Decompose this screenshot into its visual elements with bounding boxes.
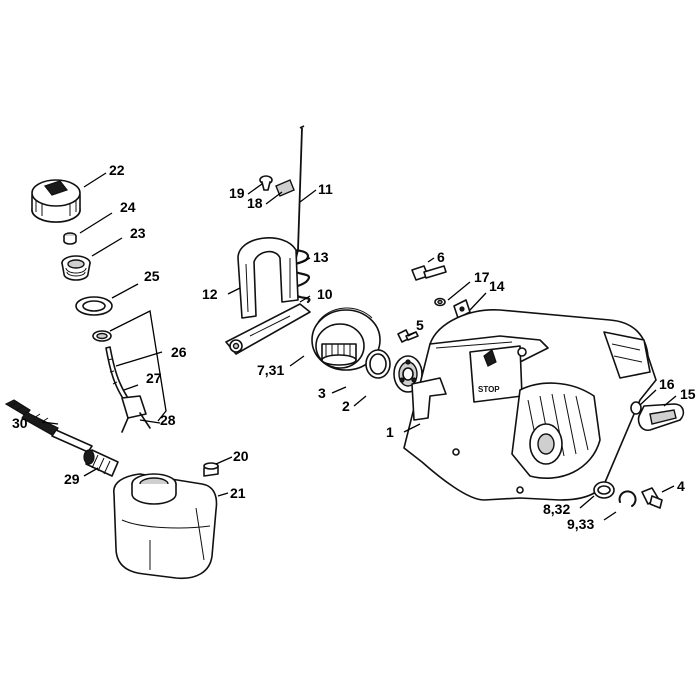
callout-labels: 1 2 3 4 5 6 7,31 8,32 9,33 10 11 12 13 1… (12, 162, 696, 532)
snap-ring-3 (365, 349, 391, 379)
callout-9-33: 9,33 (567, 516, 594, 532)
callout-3: 3 (318, 385, 326, 401)
callout-30: 30 (12, 415, 28, 431)
washer-8-32 (593, 481, 615, 499)
callout-15: 15 (680, 386, 696, 402)
callout-17: 17 (474, 269, 490, 285)
pickup-body (121, 395, 151, 433)
callout-29: 29 (64, 471, 80, 487)
screw-19 (259, 175, 273, 191)
callout-28: 28 (160, 412, 176, 428)
callout-20: 20 (233, 448, 249, 464)
tank-cap (31, 179, 81, 223)
bolt-6 (411, 265, 447, 281)
plug-15 (637, 403, 685, 431)
callout-25: 25 (144, 268, 160, 284)
clutch-drum (311, 307, 381, 371)
fuel-filter (83, 449, 119, 477)
belt-guard (237, 237, 299, 319)
fuel-hose (105, 346, 129, 401)
cap-pin (63, 232, 77, 245)
callout-2: 2 (342, 398, 350, 414)
washer-17 (434, 297, 446, 307)
cap-seal-cup (61, 255, 91, 281)
clutch-arm (225, 303, 311, 355)
callout-16: 16 (659, 376, 675, 392)
plug (203, 462, 219, 477)
ring-16 (630, 401, 642, 415)
circlip-9-33 (618, 490, 637, 507)
leader-lines (41, 172, 677, 521)
clip-18 (275, 179, 295, 197)
bolt-4 (641, 487, 663, 509)
callout-14: 14 (489, 278, 505, 294)
callout-22: 22 (109, 162, 125, 178)
callout-23: 23 (130, 225, 146, 241)
housing-stop-marking: STOP (478, 385, 500, 394)
callout-11: 11 (318, 181, 333, 197)
fuel-pickup-pipe (4, 399, 93, 453)
callout-5: 5 (416, 317, 424, 333)
callout-24: 24 (120, 199, 136, 215)
callout-21: 21 (230, 485, 246, 501)
housing: STOP (403, 309, 657, 501)
cap-gasket (75, 296, 113, 316)
callout-8-32: 8,32 (543, 501, 570, 517)
grommet (92, 330, 112, 342)
callout-26: 26 (171, 344, 187, 360)
callout-6: 6 (437, 249, 445, 265)
callout-4: 4 (677, 478, 685, 494)
screw-5 (397, 329, 419, 343)
callout-27: 27 (146, 370, 162, 386)
callout-10: 10 (317, 286, 333, 302)
callout-7-31: 7,31 (257, 362, 284, 378)
callout-19: 19 (229, 185, 245, 201)
throttle-rod (295, 125, 305, 259)
callout-13: 13 (313, 249, 329, 265)
callout-18: 18 (247, 195, 263, 211)
callout-1: 1 (386, 424, 394, 440)
callout-12: 12 (202, 286, 218, 302)
fuel-tank (113, 473, 218, 580)
